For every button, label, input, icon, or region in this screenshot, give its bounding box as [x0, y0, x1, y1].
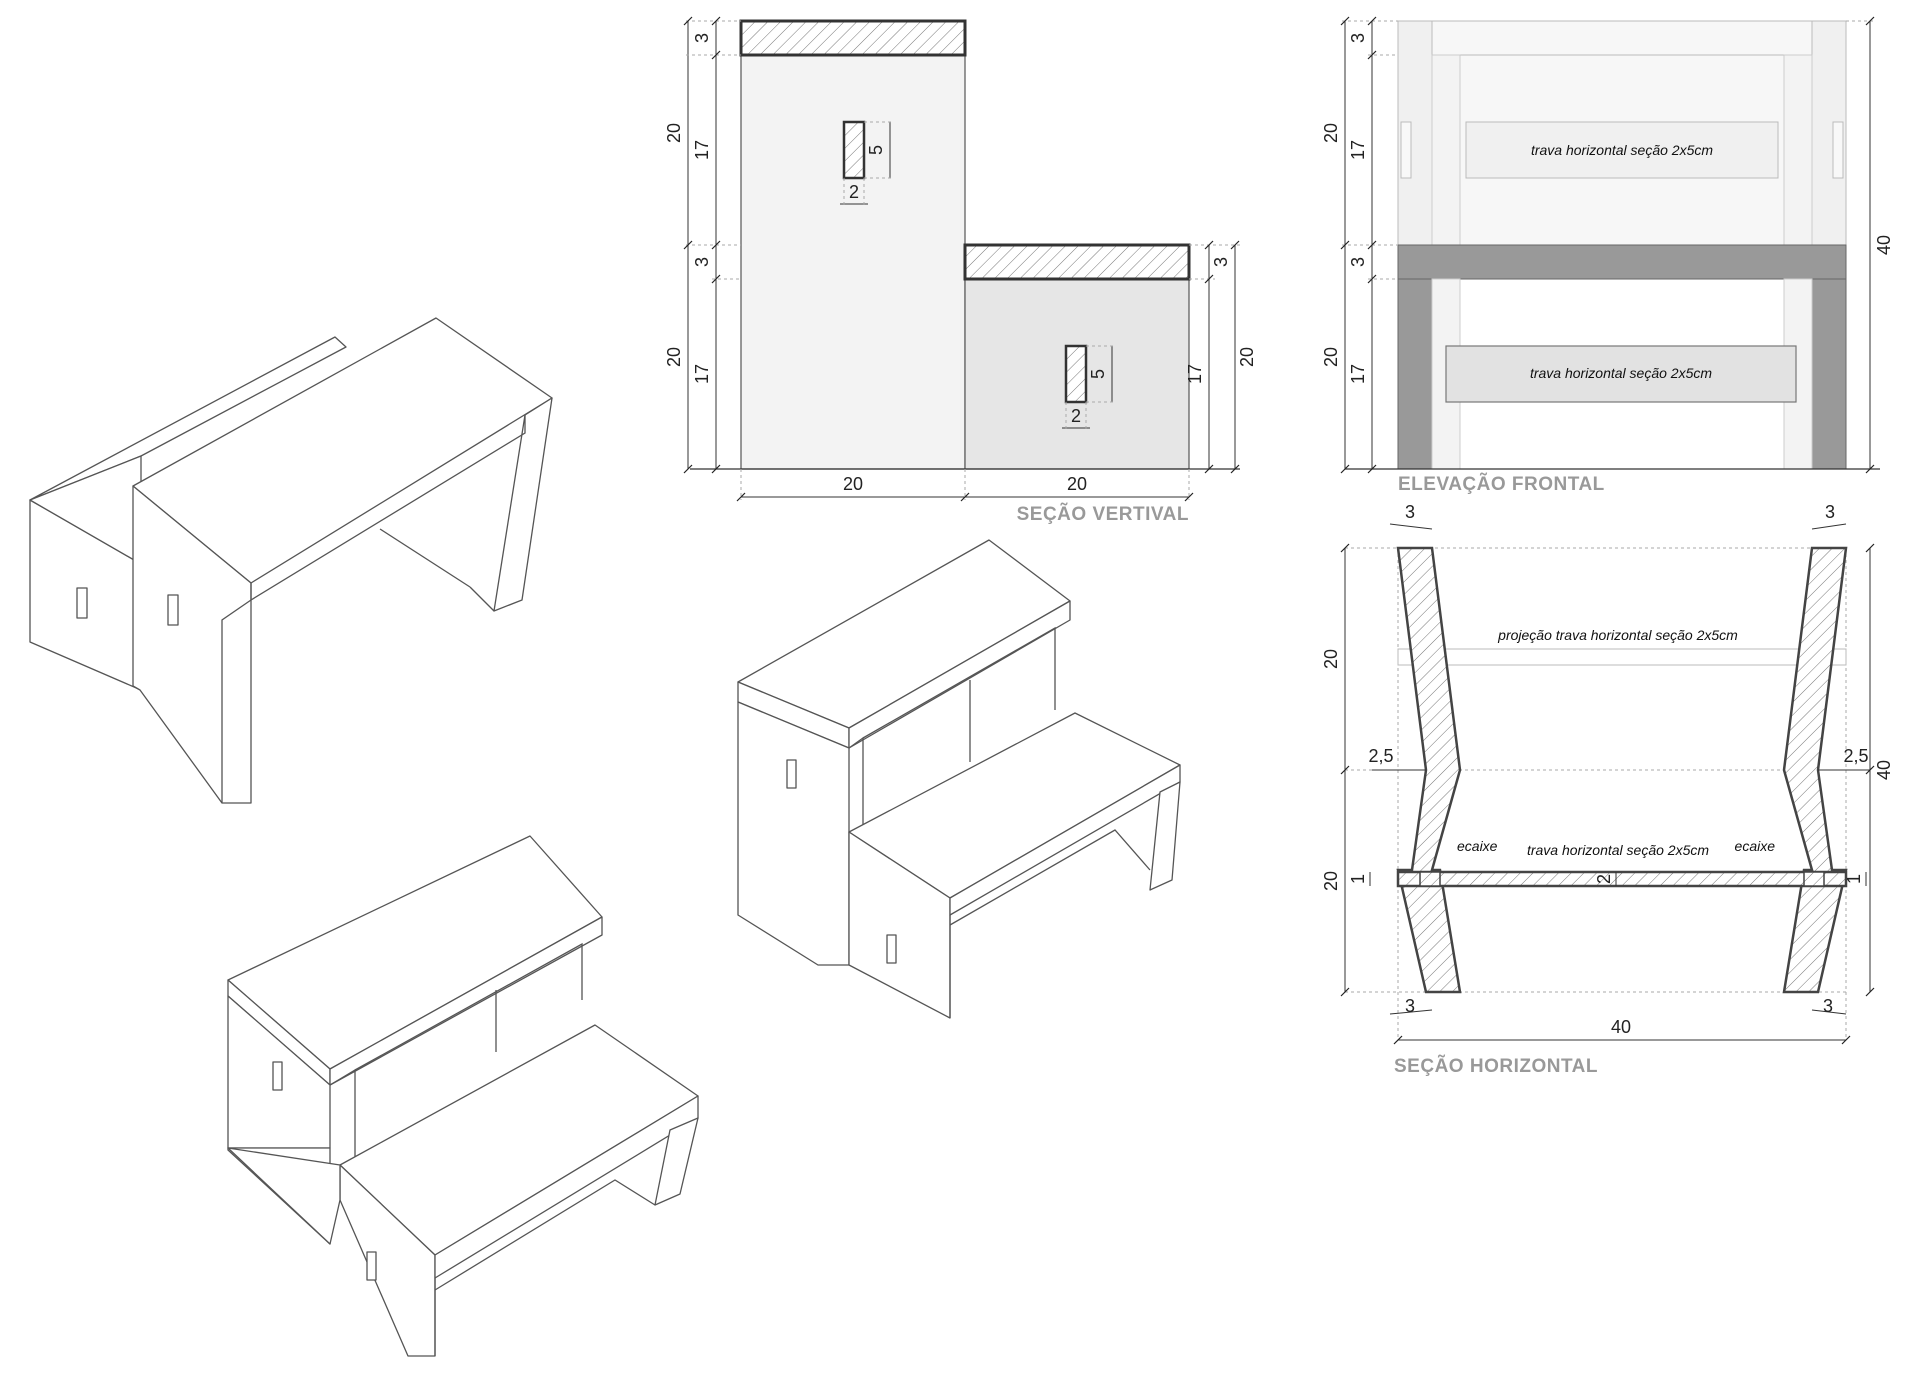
hs-dim-top-right: 3 [1825, 502, 1835, 522]
hs-dim-left-offset: 2,5 [1368, 746, 1393, 766]
hs-brace-label: trava horizontal seção 2x5cm [1527, 842, 1709, 858]
upper-brace-section [842, 120, 866, 180]
hs-dim-right-notch: 1 [1844, 874, 1864, 884]
fe-dim-overall-height: 40 [1874, 235, 1894, 255]
vs-dim-upper-brace-w: 2 [849, 182, 859, 202]
front-elevation-drawing: 3 20 17 3 20 17 40 trava horizontal seçã… [1321, 16, 1894, 495]
fe-dim-mid-slab: 3 [1348, 257, 1368, 267]
vertical-section-title: SEÇÃO VERTIVAL [1017, 503, 1189, 525]
step-slab-section [963, 243, 1191, 281]
vertical-section-drawing: 3 20 17 3 20 17 3 17 20 5 2 5 2 20 20 SE… [664, 16, 1257, 525]
hs-dim-upper-depth: 20 [1321, 649, 1341, 669]
hs-right-joint-label: ecaixe [1735, 838, 1776, 854]
vs-dim-upper-brace-h: 5 [866, 145, 886, 155]
vs-dim-upper-total: 20 [664, 123, 684, 143]
fe-dim-upper-leg: 17 [1348, 140, 1368, 160]
hs-projection-label: projeção trava horizontal seção 2x5cm [1497, 627, 1738, 643]
fe-dim-lower-leg: 17 [1348, 364, 1368, 384]
top-slab-section [739, 19, 967, 57]
fe-dim-top-slab: 3 [1348, 33, 1368, 43]
vs-dim-lower-leg: 17 [692, 364, 712, 384]
hs-dim-bottom-left: 3 [1405, 996, 1415, 1016]
hs-dim-bottom-right: 3 [1823, 996, 1833, 1016]
vs-dim-lower-total: 20 [664, 347, 684, 367]
fe-lower-brace-label: trava horizontal seção 2x5cm [1530, 365, 1712, 381]
hs-dim-right-offset: 2,5 [1843, 746, 1868, 766]
isometric-view-folded-stool [29, 317, 553, 804]
horizontal-section-drawing: 3 3 20 20 40 2,5 2,5 1 1 2 3 3 40 projeç… [1321, 502, 1894, 1077]
seat-slab-elevation [1397, 244, 1847, 280]
hs-dim-left-notch: 1 [1348, 874, 1368, 884]
vs-dim-lower-brace-h: 5 [1088, 369, 1108, 379]
hs-left-joint-label: ecaixe [1457, 838, 1498, 854]
vs-dim-width-left: 20 [843, 474, 863, 494]
isometric-view-step-stool-right [737, 539, 1181, 1019]
fe-dim-lower-total: 20 [1321, 347, 1341, 367]
lower-brace-elevation [1445, 345, 1797, 403]
fe-upper-brace-label: trava horizontal seção 2x5cm [1531, 142, 1713, 158]
upper-brace-elevation [1465, 121, 1779, 179]
vs-dim-step-slab: 3 [1211, 257, 1231, 267]
hs-dim-brace-thickness: 2 [1594, 874, 1614, 884]
vs-dim-step-leg: 17 [1185, 364, 1205, 384]
vs-dim-step-total: 20 [1237, 347, 1257, 367]
vs-dim-width-right: 20 [1067, 474, 1087, 494]
front-elevation-title: ELEVAÇÃO FRONTAL [1398, 473, 1605, 495]
lower-brace-section [1064, 344, 1088, 404]
vs-dim-mid-slab: 3 [692, 257, 712, 267]
hs-dim-lower-depth: 20 [1321, 871, 1341, 891]
fe-dim-upper-total: 20 [1321, 123, 1341, 143]
isometric-view-step-stool-left [227, 835, 699, 1357]
horizontal-brace-section [1396, 870, 1848, 888]
hs-dim-top-left: 3 [1405, 502, 1415, 522]
hs-dim-overall-depth: 40 [1874, 760, 1894, 780]
vs-dim-lower-brace-w: 2 [1071, 406, 1081, 426]
vs-dim-top-slab: 3 [692, 33, 712, 43]
hs-dim-overall-width: 40 [1611, 1017, 1631, 1037]
vs-dim-upper-leg: 17 [692, 140, 712, 160]
horizontal-section-title: SEÇÃO HORIZONTAL [1394, 1055, 1598, 1077]
